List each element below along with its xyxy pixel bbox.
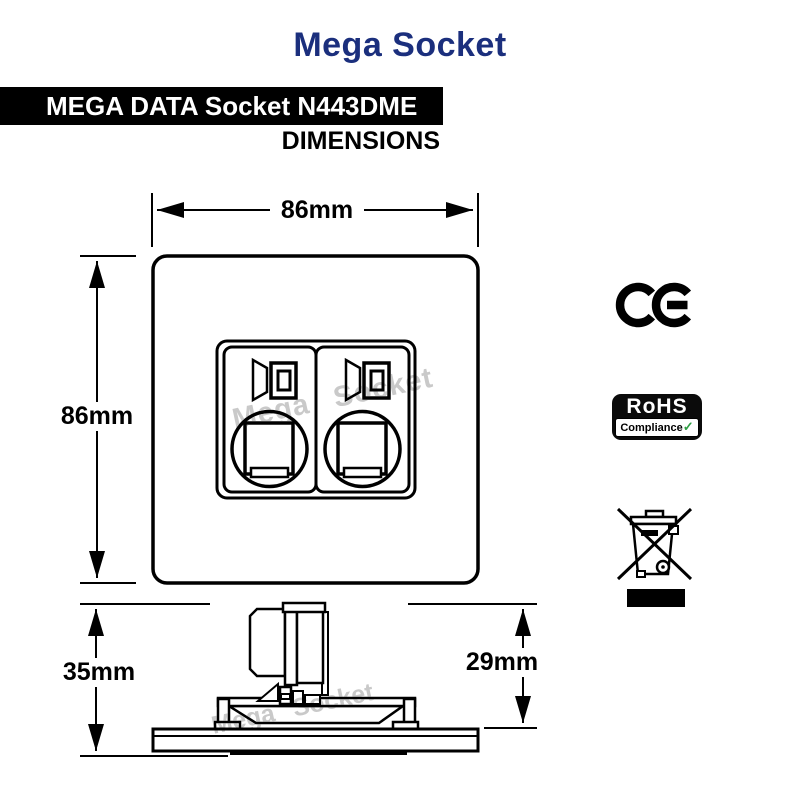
shutter-door-icon [344, 357, 391, 403]
rohs-subtitle: Compliance [620, 422, 683, 434]
faceplate-front-view [151, 254, 480, 585]
arrow-up-icon [515, 609, 531, 636]
arrow-up-icon [88, 609, 104, 636]
arrow-down-icon [515, 696, 531, 723]
rohs-title: RoHS [626, 395, 688, 418]
page-title: Mega Socket [293, 26, 507, 64]
side-profile-view [151, 601, 480, 755]
shutter-door-icon [251, 357, 298, 403]
rohs-compliance-strip: Compliance✓ [615, 418, 699, 437]
ce-mark-icon [615, 282, 692, 328]
product-banner-label: MEGA DATA Socket N443DME [46, 91, 418, 121]
rj45-port-left [230, 409, 309, 489]
arrow-left-icon [157, 202, 184, 218]
arrow-down-icon [88, 724, 104, 751]
weee-bin-icon [616, 507, 693, 607]
height-dimension-label: 86mm [50, 402, 144, 431]
arrow-down-icon [89, 551, 105, 578]
arrow-right-icon [446, 202, 473, 218]
arrow-up-icon [89, 261, 105, 288]
rj45-port-right [323, 409, 402, 489]
cross-line [616, 507, 693, 581]
width-dimension-label: 86mm [270, 196, 364, 225]
rohs-badge: RoHS Compliance✓ [612, 394, 702, 440]
product-banner: MEGA DATA Socket N443DME [0, 87, 443, 125]
check-icon: ✓ [682, 419, 694, 434]
mount-depth-label: 29mm [456, 648, 548, 677]
section-heading: DIMENSIONS [281, 127, 440, 155]
rear-jack-block [248, 601, 329, 706]
base-plate [151, 727, 480, 755]
total-depth-label: 35mm [52, 658, 146, 687]
weee-bar [627, 589, 685, 607]
